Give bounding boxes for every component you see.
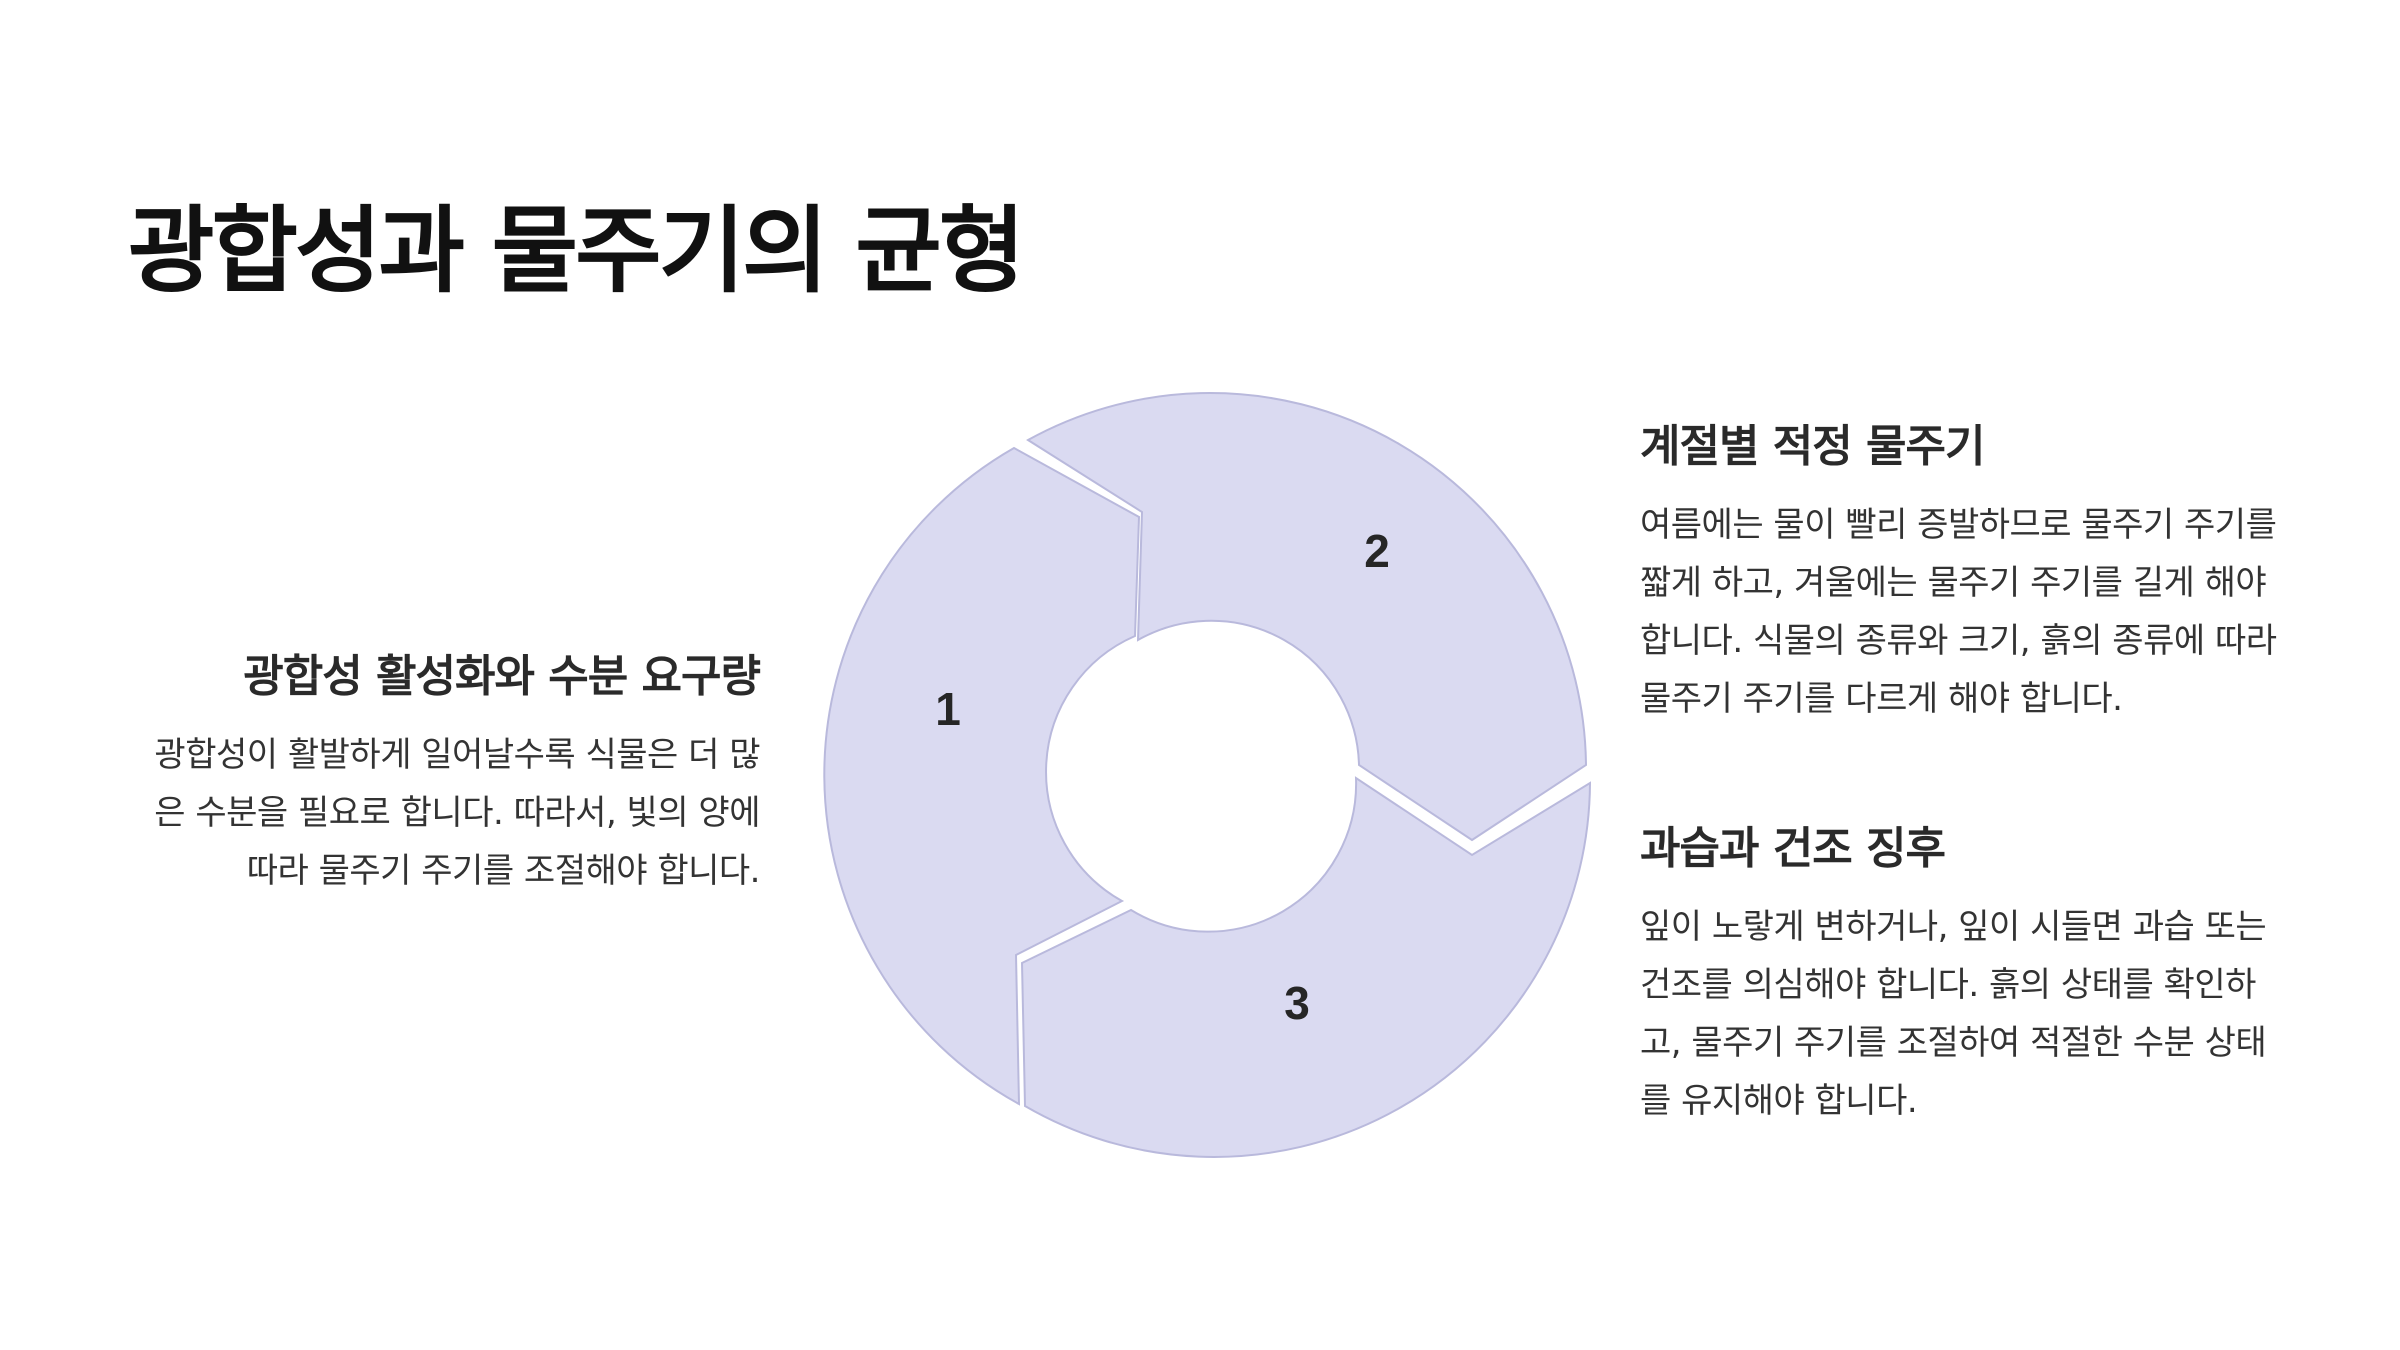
cycle-number-2: 2 [1364, 525, 1390, 577]
step-3-heading: 과습과 건조 징후 [1640, 823, 1946, 874]
cycle-segment-2 [1026, 392, 1588, 842]
step-1-heading: 광합성 활성화와 수분 요구량 [243, 651, 761, 702]
step-1-block: 광합성 활성화와 수분 요구량 광합성이 활발하게 일어날수록 식물은 더 많은… [130, 640, 761, 900]
step-1-body: 광합성이 활발하게 일어날수록 식물은 더 많은 수분을 필요로 합니다. 따라… [154, 735, 760, 891]
cycle-segment-3 [1020, 776, 1592, 1158]
step-2-block: 계절별 적정 물주기 여름에는 물이 빨리 증발하므로 물주기 주기를 짧게 하… [1640, 410, 2290, 728]
step-2-body: 여름에는 물이 빨리 증발하므로 물주기 주기를 짧게 하고, 겨울에는 물주기… [1640, 505, 2277, 719]
step-3-body: 잎이 노랗게 변하거나, 잎이 시들면 과습 또는 건조를 의심해야 합니다. … [1640, 907, 2267, 1121]
cycle-number-1: 1 [935, 683, 961, 735]
step-2-heading: 계절별 적정 물주기 [1640, 421, 1985, 472]
cycle-number-3: 3 [1284, 977, 1310, 1029]
step-3-block: 과습과 건조 징후 잎이 노랗게 변하거나, 잎이 시들면 과습 또는 건조를 … [1640, 812, 2290, 1130]
cycle-diagram: 1 2 3 [823, 392, 1592, 1158]
page-title: 광합성과 물주기의 균형 [128, 197, 1025, 306]
cycle-segment-1 [823, 446, 1141, 1106]
